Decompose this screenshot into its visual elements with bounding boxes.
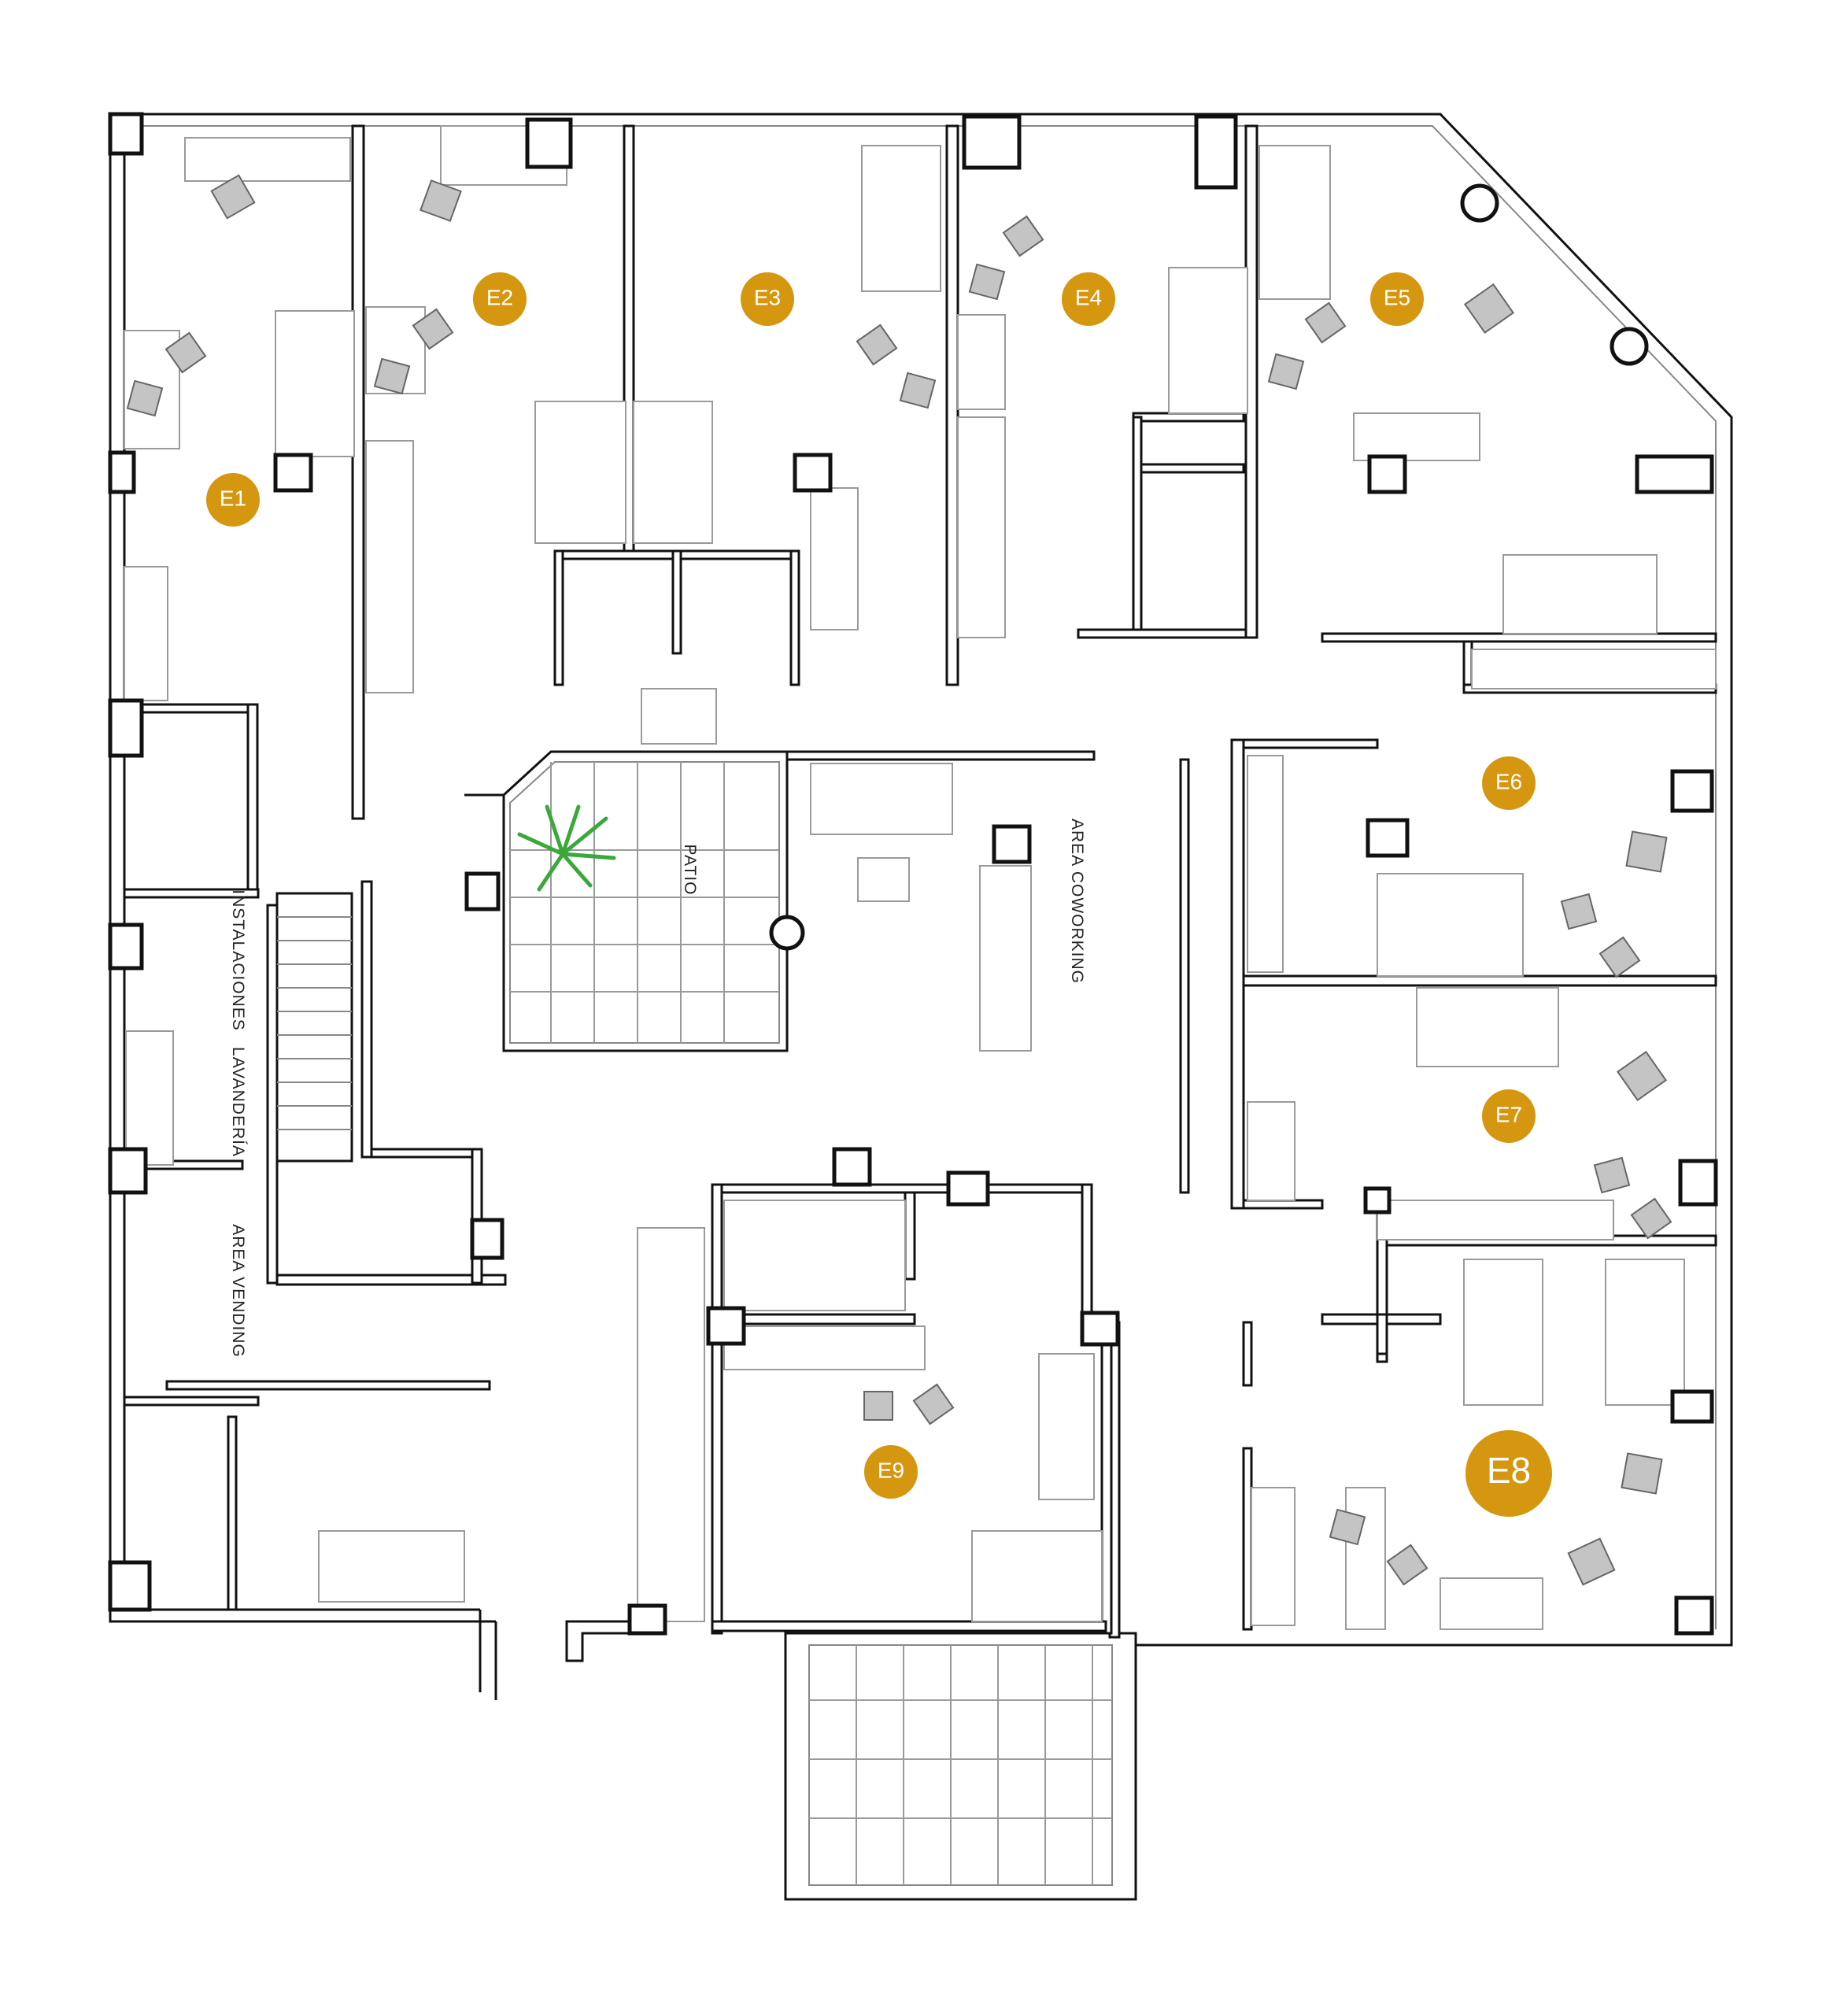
- area-label-patio: PATIO: [681, 845, 699, 896]
- unit-label-e9: E9: [878, 1459, 904, 1483]
- unit-label-e3: E3: [754, 286, 781, 310]
- area-label-vending: AREA VENDING: [229, 1224, 247, 1358]
- area-label-lavanderia: LAVANDERÍA: [229, 1047, 247, 1157]
- staircase: [275, 892, 353, 1163]
- unit-label-e1: E1: [220, 486, 246, 511]
- unit-badge-e5: E5: [1370, 272, 1424, 326]
- unit-badge-e6: E6: [1482, 756, 1536, 810]
- unit-badge-e4: E4: [1062, 272, 1115, 326]
- unit-badge-e3: E3: [741, 272, 794, 326]
- chairs: [126, 174, 1672, 1586]
- furniture: [124, 125, 1717, 1630]
- unit-badge-e1: E1: [206, 473, 260, 527]
- unit-label-e4: E4: [1075, 286, 1102, 310]
- unit-badge-e8: E8: [1465, 1430, 1552, 1517]
- area-label-instalaciones: INSTALACIONES: [229, 889, 247, 1030]
- interior-walls: [123, 124, 1717, 1662]
- balcony-grid: [809, 1645, 1112, 1885]
- structural-columns: [108, 112, 1718, 1636]
- area-label-coworking: AREA COWORKING: [1068, 819, 1086, 984]
- unit-label-e5: E5: [1384, 286, 1410, 310]
- unit-label-e7: E7: [1495, 1103, 1522, 1127]
- unit-badge-e9: E9: [864, 1445, 918, 1499]
- palm-plant-icon: [517, 804, 616, 892]
- unit-label-e6: E6: [1495, 770, 1522, 794]
- unit-badge-e7: E7: [1482, 1089, 1536, 1143]
- unit-label-e2: E2: [486, 286, 513, 310]
- unit-label-e8: E8: [1487, 1450, 1531, 1491]
- exterior-walls: [109, 113, 1733, 1901]
- unit-badge-e2: E2: [473, 272, 527, 326]
